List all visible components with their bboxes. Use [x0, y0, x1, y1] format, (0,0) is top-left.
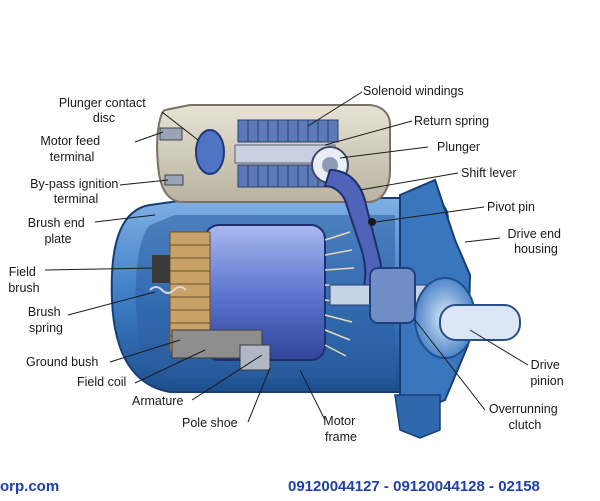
- footer-watermark: orp.com 09120044127 - 09120044128 - 0215…: [0, 478, 540, 495]
- starter-illustration: [110, 104, 521, 439]
- label-return-spring: Return spring: [414, 114, 489, 128]
- label-overrunning-clutch: Overrunning clutch: [489, 402, 561, 432]
- label-field-brush: Field brush: [8, 265, 39, 295]
- label-motor-feed-terminal: Motor feed terminal: [40, 134, 103, 164]
- label-solenoid-windings: Solenoid windings: [363, 84, 464, 98]
- label-armature: Armature: [132, 394, 183, 408]
- label-plunger-contact-disc: Plunger contact disc: [59, 96, 149, 125]
- mounting-foot: [394, 394, 441, 439]
- label-bypass-ignition-terminal: By-pass ignition terminal: [30, 177, 122, 206]
- label-pivot-pin: Pivot pin: [487, 200, 535, 214]
- label-motor-frame: Motor frame: [323, 414, 358, 444]
- field-brush-block: [152, 255, 170, 283]
- plunger-contact-disc: [195, 129, 225, 175]
- overrunning-clutch-body: [369, 267, 416, 324]
- label-pole-shoe: Pole shoe: [182, 416, 238, 430]
- pivot-pin-dot: [368, 218, 376, 226]
- label-shift-lever: Shift lever: [461, 166, 517, 180]
- brush-spring-coil: [149, 286, 187, 294]
- label-drive-end-housing: Drive end housing: [508, 227, 565, 256]
- footer-phones: 09120044127 - 09120044128 - 02158: [288, 478, 540, 495]
- callout-labels: Plunger contact disc Motor feed terminal…: [8, 84, 565, 444]
- label-drive-pinion: Drive pinion: [530, 358, 563, 388]
- label-field-coil: Field coil: [77, 375, 126, 389]
- label-brush-end-plate: Brush end plate: [28, 216, 88, 246]
- label-brush-spring: Brush spring: [28, 305, 64, 335]
- leader-lines: [44, 91, 529, 423]
- pinion-shaft-end: [439, 304, 521, 341]
- label-plunger: Plunger: [437, 140, 480, 154]
- label-ground-bush: Ground bush: [26, 355, 98, 369]
- footer-website: orp.com: [0, 478, 59, 495]
- motor-feed-terminal-post: [159, 127, 183, 141]
